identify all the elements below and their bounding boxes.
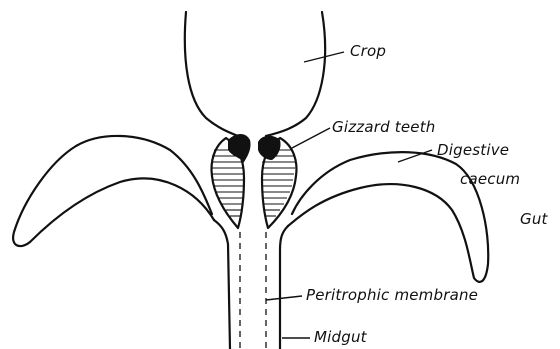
gizzard-right <box>258 136 296 228</box>
label-gut: Gut <box>520 210 549 228</box>
crop-right-wall <box>266 12 325 136</box>
caecum-right-outline <box>288 152 488 282</box>
midgut-right-wall <box>280 226 288 349</box>
caecum-left <box>13 136 214 246</box>
label-peritrophic-membrane: Peritrophic membrane <box>306 286 478 304</box>
crop <box>185 12 325 136</box>
label-digestive: Digestive <box>437 141 509 159</box>
gizzard-left-hatching <box>211 150 244 216</box>
leader-gizzard-teeth <box>292 128 330 148</box>
crop-left-wall <box>185 12 238 136</box>
caecum-left-outline <box>13 136 214 246</box>
gizzard-left <box>211 134 251 228</box>
label-crop: Crop <box>350 42 386 60</box>
label-gizzard-teeth: Gizzard teeth <box>332 118 436 136</box>
leader-peritrophic-membrane <box>266 296 302 300</box>
label-midgut: Midgut <box>314 328 368 346</box>
midgut-left-wall <box>214 220 230 349</box>
gizzard-tooth-left <box>228 134 251 162</box>
midgut <box>214 220 288 349</box>
gizzard-right-hatching <box>262 150 295 216</box>
caecum-right <box>288 152 488 282</box>
label-caecum: caecum <box>460 170 520 188</box>
